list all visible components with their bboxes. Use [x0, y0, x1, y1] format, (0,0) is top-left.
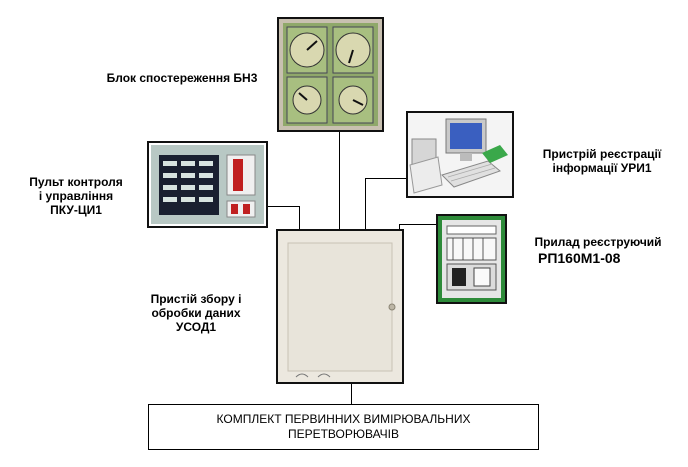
observation-unit-image	[277, 17, 384, 132]
control-panel-image	[147, 141, 268, 228]
connector-observation-to-data-unit	[339, 131, 340, 230]
primary-transducers-box: КОМПЛЕКТ ПЕРВИННИХ ВИМІРЮВАЛЬНИХ ПЕРЕТВО…	[148, 404, 539, 450]
connector-data-unit-to-base	[351, 384, 352, 404]
connector-registration-v	[365, 178, 366, 230]
connector-control-panel-h	[268, 206, 300, 207]
primary-transducers-title-line2: ПЕРЕТВОРЮВАЧІВ	[287, 427, 400, 441]
connector-recorder-h	[399, 224, 436, 225]
observation-unit-label: Блок спостереження БН3	[106, 71, 258, 85]
connector-control-panel-v	[299, 206, 300, 230]
data-unit-image	[276, 229, 404, 384]
control-panel-label: Пульт контроля і управління ПКУ-ЦИ1	[29, 175, 123, 217]
data-unit-label: Пристій збору і обробки даних УСОД1	[150, 292, 242, 334]
primary-transducers-title-line1: КОМПЛЕКТ ПЕРВИННИХ ВИМІРЮВАЛЬНИХ	[216, 412, 471, 426]
recorder-image	[436, 214, 507, 304]
connector-registration-h	[365, 178, 407, 179]
registration-device-image	[406, 111, 514, 198]
registration-device-label: Пристрій реєстрації інформації УРИ1	[542, 147, 662, 175]
connector-recorder-v	[399, 224, 400, 230]
recorder-label: Прилад реєструючий РП160М1-08	[534, 235, 662, 266]
